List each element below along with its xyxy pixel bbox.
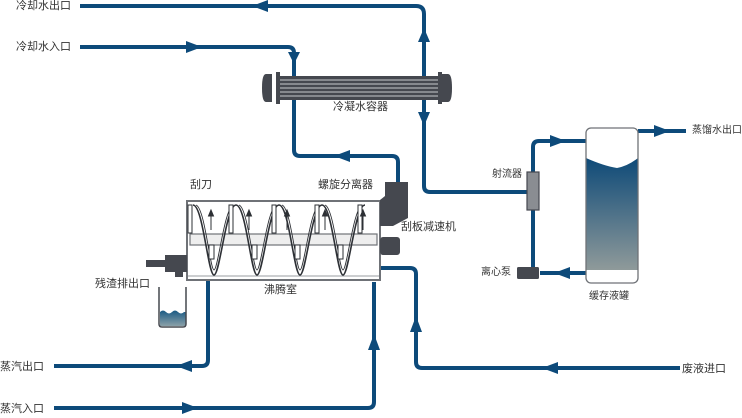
arrow-icon xyxy=(418,112,430,126)
arrow-icon xyxy=(410,316,422,332)
flow-arrows xyxy=(176,0,670,414)
arrow-icon xyxy=(252,0,268,12)
scraper-reducer-label: 刮板减速机 xyxy=(401,220,456,233)
steam-inlet-label: 蒸汽入口 xyxy=(0,402,44,415)
spiral-blades xyxy=(192,204,366,276)
condenser-heat-exchanger xyxy=(262,72,452,104)
ejector-label: 射流器 xyxy=(492,169,522,180)
pipe-cooling-water-outlet xyxy=(80,4,426,80)
pipe-ejector-to-tank xyxy=(531,139,586,176)
cooling-water-inlet-label: 冷却水入口 xyxy=(16,40,71,53)
arrow-icon xyxy=(554,267,570,279)
steam-outlet-label: 蒸汽出口 xyxy=(0,360,44,373)
scraper-label: 刮刀 xyxy=(190,178,212,191)
residue-outlet-nozzle xyxy=(146,255,187,277)
waste-liquid-inlet-label: 废液进口 xyxy=(682,362,726,375)
pipe-steam-outlet xyxy=(54,280,210,368)
vapor-arrows xyxy=(207,208,367,230)
boiling-chamber xyxy=(186,200,381,281)
pipe-condenser-to-ejector xyxy=(422,98,528,194)
buffer-tank xyxy=(585,127,639,284)
ejector xyxy=(526,171,540,211)
cooling-water-outlet-label: 冷却水出口 xyxy=(16,0,71,12)
residue-outlet-label: 残渣排出口 xyxy=(95,277,150,290)
arrow-icon xyxy=(288,52,300,64)
arrow-icon xyxy=(176,360,192,372)
arrow-icon xyxy=(182,402,198,414)
arrow-icon xyxy=(368,334,380,350)
spiral-separator xyxy=(380,182,408,226)
scraper-reducer xyxy=(380,237,400,255)
pipe-steam-inlet xyxy=(54,282,376,410)
condenser-label: 冷凝水容器 xyxy=(333,100,388,113)
residue-cup xyxy=(158,287,187,328)
spiral-separator-label: 螺旋分离器 xyxy=(318,178,373,191)
arrow-icon xyxy=(418,28,430,42)
arrow-icon xyxy=(186,41,202,53)
arrow-icon xyxy=(542,362,558,374)
arrow-icon xyxy=(654,125,670,137)
arrow-icon xyxy=(550,135,566,147)
centrifugal-pump xyxy=(517,267,539,279)
boiling-chamber-label: 沸腾室 xyxy=(264,283,297,296)
distilled-water-outlet-label: 蒸馏水出口 xyxy=(692,125,742,136)
centrifugal-pump-label: 离心泵 xyxy=(481,267,511,278)
arrow-icon xyxy=(334,150,350,162)
buffer-tank-label: 缓存液罐 xyxy=(589,291,629,302)
